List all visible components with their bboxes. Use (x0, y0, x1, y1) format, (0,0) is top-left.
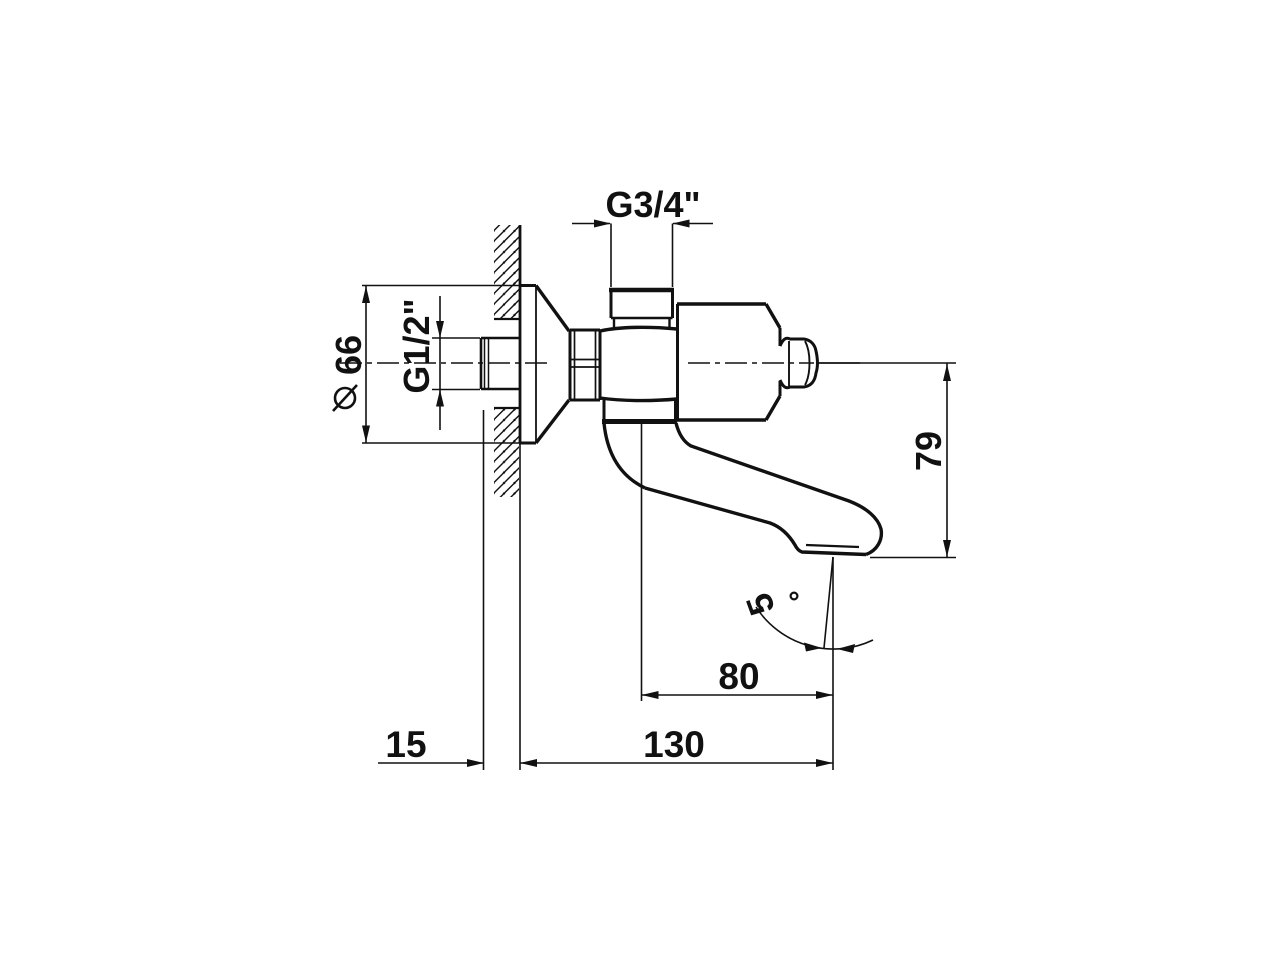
arrowhead (520, 759, 537, 767)
arrowhead (467, 759, 484, 767)
housing-chamfer-top (764, 303, 782, 329)
escutcheon-flange (519, 284, 571, 445)
outlet-rim (805, 543, 860, 549)
mounting-nut (568, 328, 602, 402)
dimension-g34 (572, 219, 713, 287)
dimension-80 (640, 423, 833, 701)
flange-cone-bottom (534, 398, 571, 445)
dimension-diameter-66 (332, 284, 519, 444)
arrowhead (804, 642, 822, 652)
dimension-79 (818, 362, 956, 559)
spout (602, 400, 884, 557)
dimension-130 (520, 759, 833, 767)
dim-label-top-thread: G3/4" (605, 184, 700, 225)
arrowhead (943, 540, 951, 557)
dim-label-flange-diameter: 66 (328, 335, 369, 375)
dimension-g12 (432, 296, 480, 430)
wall-hatch-lower (494, 408, 519, 497)
wall-section (482, 225, 522, 770)
angle-tilted-line (823, 556, 834, 649)
dim-label-wall-thread: G1/2" (396, 298, 437, 393)
diameter-symbol-slash (332, 384, 358, 412)
flange-cone-top (534, 284, 571, 332)
faucet-body (599, 325, 678, 403)
arrowhead (943, 364, 951, 381)
arrowhead (594, 219, 611, 228)
arrowhead (672, 219, 690, 228)
angle-arc (755, 606, 874, 650)
dim-label-height: 79 (908, 431, 949, 471)
arrowhead (436, 321, 444, 338)
dim-label-projection: 130 (643, 724, 705, 765)
dim-label-wall-thickness: 15 (385, 724, 426, 765)
inlet-pipe (479, 336, 519, 391)
dimension-angle-5 (755, 556, 874, 770)
arrowhead (641, 691, 659, 699)
arrowhead (837, 644, 855, 653)
dim-label-reach: 80 (718, 656, 759, 697)
wall-hatch-upper (494, 225, 519, 319)
dimension-15 (378, 759, 484, 767)
degree-symbol (789, 591, 799, 601)
top-outlet-pipe (609, 287, 674, 330)
arrowhead (816, 759, 833, 767)
knob-dome-edge (804, 340, 811, 386)
dim-label-angle: 5 (738, 588, 783, 621)
diameter-symbol (333, 386, 357, 410)
arrowhead (816, 691, 833, 699)
arrowhead (436, 389, 444, 407)
valve-housing (676, 302, 782, 422)
arrowhead (362, 425, 370, 443)
arrowhead (362, 286, 370, 303)
housing-chamfer-bottom (764, 395, 782, 421)
